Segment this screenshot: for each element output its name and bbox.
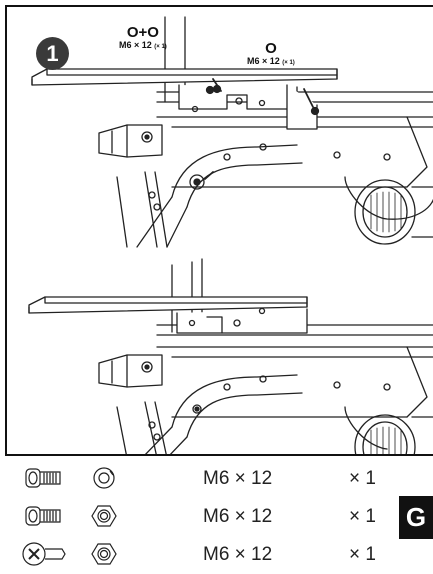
section-tab: G — [399, 496, 433, 539]
list-item: M6 × 12 × 1 — [0, 536, 433, 572]
callout-bolt: O M6 × 12 (× 1) — [247, 41, 295, 66]
part-icons — [22, 539, 132, 574]
callout-symbol: O+O — [126, 24, 159, 41]
part-size: M6 × 12 — [203, 544, 273, 565]
part-quantity: × 1 — [349, 544, 376, 565]
hex-nut-icon — [91, 505, 117, 527]
part-icons — [22, 501, 132, 536]
list-item: M6 × 12 × 1 — [0, 460, 433, 496]
phillips-head-screw-icon — [22, 542, 66, 566]
hex-nut-icon — [91, 543, 117, 565]
part-size: M6 × 12 — [203, 468, 273, 489]
part-quantity: × 1 — [349, 468, 376, 489]
callout-bolt-washer: O+O M6 × 12 (× 1) — [119, 25, 167, 50]
callout-size: M6 × 12 (× 1) — [119, 40, 167, 50]
step-number-badge: 1 — [36, 37, 69, 70]
lock-washer-icon — [93, 467, 115, 489]
callout-size: M6 × 12 (× 1) — [247, 56, 295, 66]
socket-head-bolt-icon — [25, 506, 61, 526]
part-icons — [22, 463, 132, 498]
illustration-frame: 1 O+O M6 × 12 (× 1) O M6 × 12 (× 1) — [5, 5, 433, 456]
parts-list: M6 × 12 × 1 M6 × 12 × 1 — [0, 460, 433, 573]
callout-symbol: O — [265, 40, 277, 57]
assembly-illustration — [28, 16, 433, 454]
list-item: M6 × 12 × 1 — [0, 498, 433, 534]
socket-head-bolt-icon — [25, 468, 61, 488]
part-quantity: × 1 — [349, 506, 376, 527]
part-size: M6 × 12 — [203, 506, 273, 527]
